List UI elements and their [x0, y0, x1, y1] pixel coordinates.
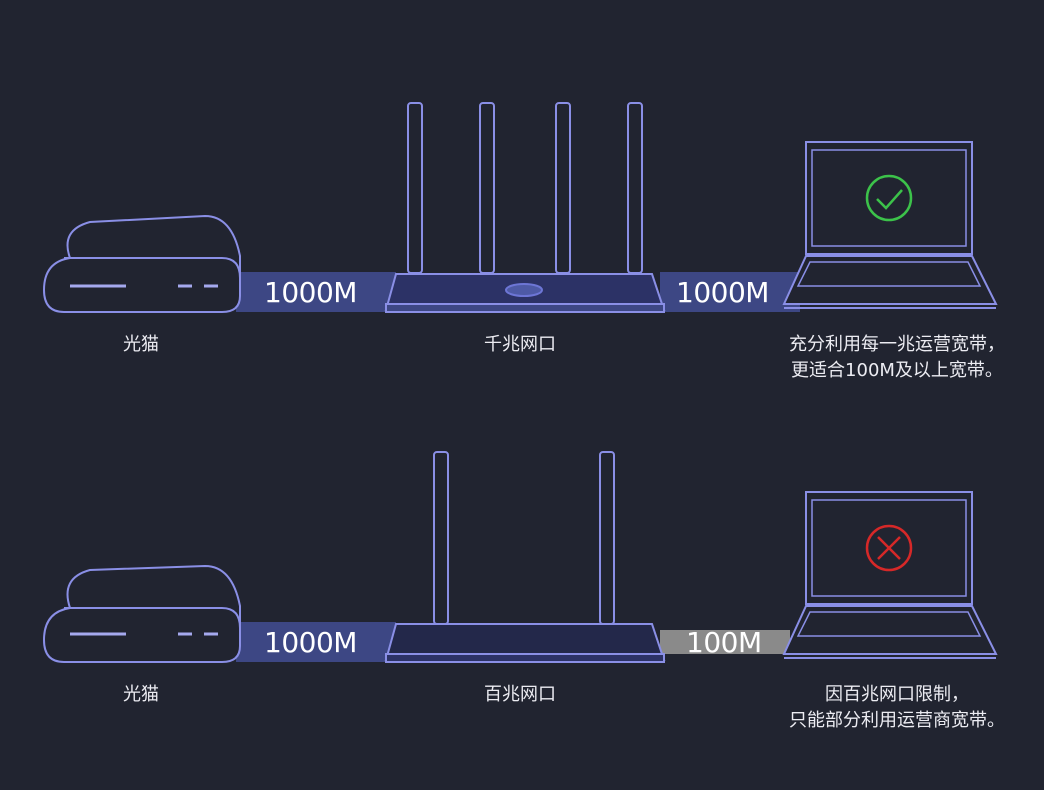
- result-description-line2: 只能部分利用运营商宽带。: [789, 710, 1005, 731]
- router-label: 百兆网口: [484, 684, 556, 705]
- modem-router-link-band: [236, 622, 396, 662]
- result-description-line1: 充分利用每一兆运营宽带，: [789, 334, 1005, 355]
- result-description-line1: 因百兆网口限制，: [825, 684, 969, 705]
- modem-icon: [42, 214, 241, 313]
- result-description: 因百兆网口限制， 只能部分利用运营商宽带。: [766, 682, 1028, 734]
- modem-label: 光猫: [123, 684, 159, 705]
- modem-router-link-band: [236, 272, 396, 312]
- laptop-icon: [782, 491, 998, 659]
- router-laptop-speed: 100M: [686, 626, 762, 659]
- router-laptop-link-band: [660, 630, 790, 654]
- fast-ethernet-diagram-art: [42, 451, 998, 663]
- modem-router-speed: 1000M: [264, 276, 357, 309]
- router-label: 千兆网口: [484, 334, 556, 355]
- check-circle-icon: [865, 174, 913, 222]
- cross-circle-icon: [865, 524, 913, 572]
- result-description: 充分利用每一兆运营宽带， 更适合100M及以上宽带。: [766, 332, 1028, 384]
- fast-ethernet-comparison-row: 1000M 100M 光猫 百兆网口 因百兆网口限制， 只能部分利用运营商宽带。: [0, 420, 1044, 790]
- laptop-icon: [782, 141, 998, 309]
- gigabit-diagram-art: [42, 102, 998, 313]
- modem-router-speed: 1000M: [264, 626, 357, 659]
- router-laptop-speed: 1000M: [676, 276, 769, 309]
- gigabit-router-icon: [384, 102, 666, 313]
- router-laptop-link-band: [660, 272, 800, 312]
- fast-router-icon: [384, 451, 666, 663]
- modem-label: 光猫: [123, 334, 159, 355]
- gigabit-comparison-row: 1000M 1000M 光猫 千兆网口 充分利用每一兆运营宽带， 更适合100M…: [42, 102, 1028, 384]
- modem-icon: [42, 564, 241, 663]
- result-description-line2: 更适合100M及以上宽带。: [791, 360, 1003, 381]
